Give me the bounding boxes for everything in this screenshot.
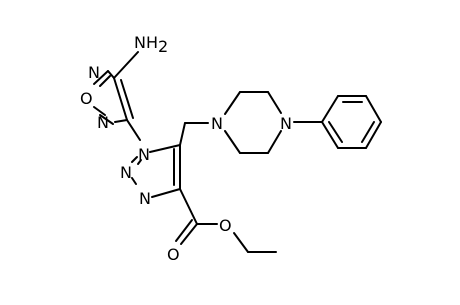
bond [365, 95, 382, 123]
bond [180, 223, 198, 245]
oxadiazole-o-label: O [80, 89, 93, 108]
bond [131, 177, 137, 185]
bond [175, 219, 193, 242]
bond [321, 121, 339, 149]
bond [179, 122, 186, 146]
bond [113, 51, 139, 79]
piperazine-n1-label: N [211, 114, 223, 133]
ester-group [175, 188, 277, 253]
bond [99, 75, 111, 87]
bond [137, 159, 142, 165]
bond [321, 95, 339, 123]
bond [151, 188, 181, 198]
bond [113, 77, 128, 121]
bond [179, 188, 198, 225]
phenyl-ring [321, 95, 382, 149]
bond [328, 121, 343, 143]
oxadiazole-n-top-label: N [88, 63, 100, 82]
triazole-ring [131, 144, 181, 198]
bond [149, 144, 181, 153]
triazole-n1-label: N [138, 145, 150, 164]
bond [93, 106, 106, 116]
bond [120, 79, 134, 119]
bond [224, 91, 241, 115]
bond [99, 114, 114, 125]
triazole-n3-label: N [139, 189, 151, 208]
bond [267, 130, 282, 154]
piperazine-ring [224, 91, 282, 154]
piperazine-n4-label: N [280, 114, 292, 133]
bond [93, 70, 109, 85]
bond [267, 91, 282, 114]
bond [233, 232, 249, 253]
bond [114, 119, 128, 123]
bond [365, 121, 382, 149]
ester-o-label: O [219, 216, 232, 235]
bond [361, 121, 375, 143]
bond [224, 130, 241, 154]
bond [107, 70, 115, 79]
oxadiazole-ring [93, 70, 134, 125]
bond [131, 156, 138, 163]
bond [126, 119, 141, 141]
oxadiazole-n-bottom-label: N [97, 113, 109, 132]
amino-label: NH2 [134, 33, 168, 56]
carbonyl-o-label: O [167, 245, 180, 264]
triazole-n2-label: N [120, 163, 132, 182]
